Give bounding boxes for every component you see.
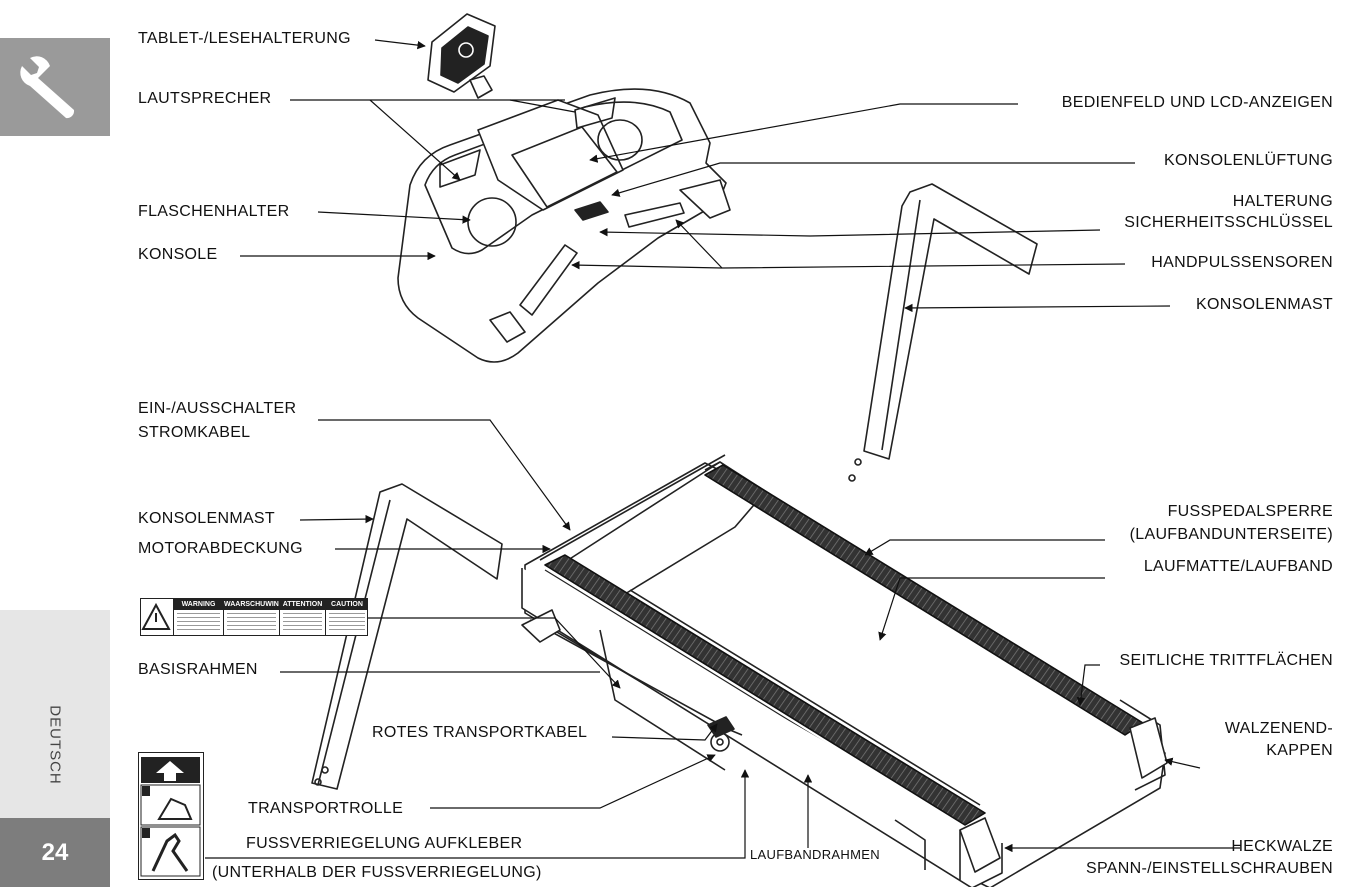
console-mast-left-part [311,483,503,790]
warning-header-caution: CAUTION [326,599,368,610]
console-part [397,88,731,363]
label-base-frame: BASISRAHMEN [138,661,258,678]
label-foot-lock-sticker: FUSSVERRIEGELUNG AUFKLEBER [246,835,523,852]
label-tablet-holder: TABLET-/LESEHALTERUNG [138,30,351,47]
label-rear-roller: HECKWALZE [1231,838,1333,855]
console-mast-right-part [848,183,1038,482]
label-red-cable: ROTES TRANSPORTKABEL [372,724,588,741]
label-control-panel: BEDIENFELD UND LCD-ANZEIGEN [1061,94,1333,111]
warning-header-fr: ATTENTION [280,599,325,610]
foot-lock-sticker [138,752,204,880]
warning-header-nl: WAARSCHUWING [224,599,285,610]
label-safety-key-holder-1: HALTERUNG [1232,193,1333,210]
label-side-rails: SEITLICHE TRITTFLÄCHEN [1119,652,1333,669]
label-safety-key-holder-2: SICHERHEITSSCHLÜSSEL [1124,214,1333,231]
label-transport-wheel: TRANSPORTROLLE [248,800,404,817]
warning-sticker: WARNING WAARSCHUWING ATTENTION CAUTION [140,598,368,636]
label-motor-cover: MOTORABDECKUNG [138,540,303,557]
label-power-switch: EIN-/AUSSCHALTER [138,400,297,417]
label-foot-pedal-lock-1: FUSSPEDALSPERRE [1167,503,1333,520]
warning-triangle-icon [141,602,171,630]
tablet-holder-part [427,13,496,99]
label-foot-lock-sticker-note: (UNTERHALB DER FUSSVERRIEGELUNG) [212,864,542,881]
wrench-icon [20,56,75,119]
label-end-caps-2: KAPPEN [1266,742,1333,759]
label-hand-pulse: HANDPULSSENSOREN [1151,254,1333,271]
foot-pedal-icon [140,757,201,877]
label-deck-frame: LAUFBANDRAHMEN [750,847,880,862]
tool-tab [0,38,110,136]
label-console-mast-right: KONSOLENMAST [1196,296,1333,313]
label-console-vent: KONSOLENLÜFTUNG [1164,152,1333,169]
warning-header-en: WARNING [174,599,223,610]
label-end-caps-1: WALZENEND- [1224,720,1333,737]
label-console: KONSOLE [138,246,218,263]
label-adjust-screws: SPANN-/EINSTELLSCHRAUBEN [1086,860,1333,877]
label-bottle-holder: FLASCHENHALTER [138,203,290,220]
label-foot-pedal-lock-2: (LAUFBANDUNTERSEITE) [1129,526,1333,543]
page-number: 24 [0,818,110,887]
label-speakers: LAUTSPRECHER [138,90,272,107]
label-power-cord: STROMKABEL [138,424,251,441]
treadmill-base-part [521,454,1166,887]
label-running-belt: LAUFMATTE/LAUFBAND [1143,558,1333,575]
label-console-mast-left: KONSOLENMAST [138,510,275,527]
